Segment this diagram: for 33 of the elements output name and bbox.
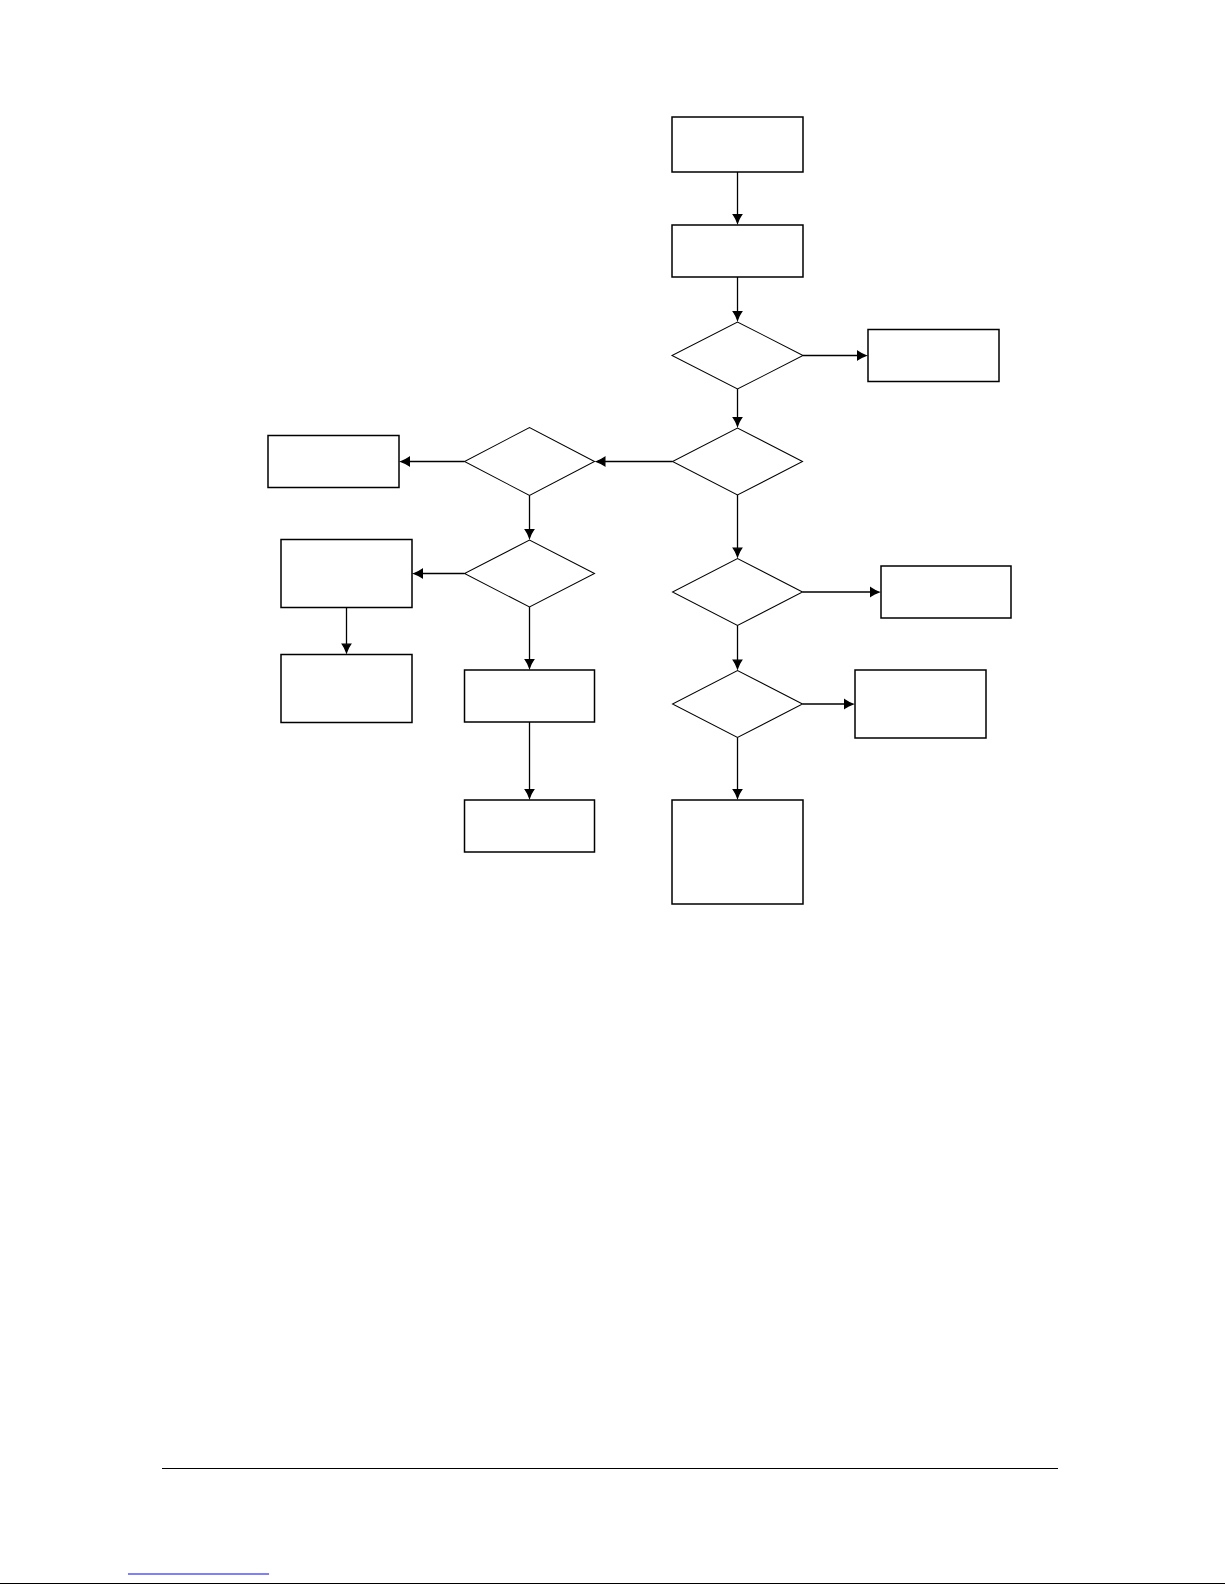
process-box: [671, 116, 804, 173]
process-box: [671, 799, 804, 905]
process-box: [463, 799, 596, 853]
process-box: [280, 538, 413, 609]
arrow: [400, 456, 466, 467]
arrow: [524, 606, 535, 669]
arrow: [802, 350, 867, 361]
arrow: [732, 494, 743, 558]
arrow: [801, 587, 880, 597]
decision-diamond: [464, 427, 595, 496]
process-box: [880, 565, 1012, 619]
arrow: [732, 276, 743, 321]
process-box: [267, 434, 400, 489]
process-box: [280, 653, 413, 724]
decision-diamond: [672, 670, 803, 738]
arrow: [413, 568, 466, 579]
process-box: [671, 224, 804, 278]
decision-diamond: [464, 539, 595, 608]
decision-diamond: [672, 427, 803, 496]
decision-diamond: [672, 558, 803, 626]
arrow: [732, 388, 743, 427]
arrow: [595, 456, 674, 467]
arrow: [732, 624, 743, 670]
arrow: [732, 736, 743, 799]
process-box: [854, 669, 987, 739]
decision-diamond: [671, 321, 804, 390]
arrow: [801, 699, 854, 709]
process-box: [463, 669, 596, 723]
arrow: [732, 171, 743, 224]
process-box: [867, 328, 1000, 383]
arrow: [524, 494, 535, 539]
arrow: [341, 606, 352, 654]
arrow: [524, 721, 535, 799]
